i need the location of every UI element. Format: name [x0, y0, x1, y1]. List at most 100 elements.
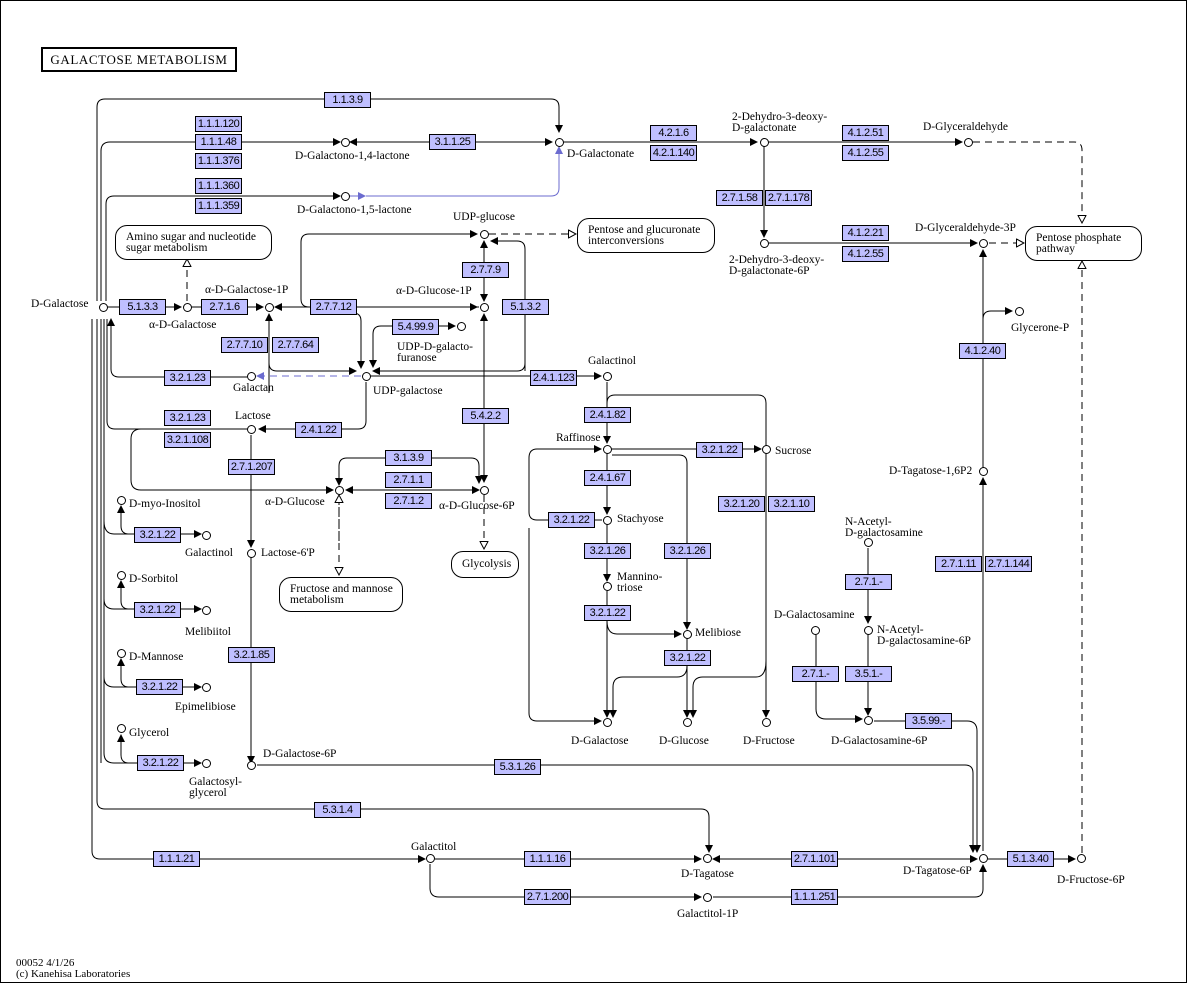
compound-node[interactable] — [760, 138, 769, 147]
enzyme-box[interactable]: 2.7.1.11 — [935, 556, 982, 572]
enzyme-box[interactable]: 2.7.1.- — [792, 666, 839, 682]
enzyme-box[interactable]: 3.2.1.22 — [664, 650, 711, 666]
compound-node[interactable] — [760, 239, 769, 248]
enzyme-box[interactable]: 2.7.1.58 — [716, 190, 763, 206]
enzyme-box[interactable]: 3.2.1.20 — [718, 496, 765, 512]
enzyme-box[interactable]: 2.7.7.64 — [272, 337, 319, 353]
compound-node[interactable] — [202, 683, 211, 692]
compound-node[interactable] — [117, 649, 126, 658]
enzyme-box[interactable]: 5.3.1.26 — [494, 759, 541, 775]
compound-node[interactable] — [183, 303, 192, 312]
enzyme-box[interactable]: 5.4.2.2 — [462, 408, 509, 424]
compound-node[interactable] — [202, 606, 211, 615]
enzyme-box[interactable]: 3.1.1.25 — [429, 134, 476, 150]
compound-node[interactable] — [457, 322, 466, 331]
compound-node[interactable] — [117, 496, 126, 505]
enzyme-box[interactable]: 2.7.1.101 — [791, 851, 838, 867]
enzyme-box[interactable]: 5.1.3.3 — [119, 299, 166, 315]
compound-node[interactable] — [247, 372, 256, 381]
compound-node[interactable] — [979, 854, 988, 863]
enzyme-box[interactable]: 3.2.1.26 — [664, 543, 711, 559]
enzyme-box[interactable]: 1.1.1.16 — [524, 851, 571, 867]
compound-node[interactable] — [603, 445, 612, 454]
enzyme-box[interactable]: 2.7.7.9 — [462, 262, 509, 278]
map-pentose-phosphate[interactable]: Pentose phosphate pathway — [1025, 226, 1142, 261]
compound-node[interactable] — [864, 626, 873, 635]
compound-node[interactable] — [555, 138, 564, 147]
compound-node[interactable] — [341, 192, 350, 201]
compound-node[interactable] — [480, 230, 489, 239]
enzyme-box[interactable]: 3.2.1.22 — [584, 605, 631, 621]
enzyme-box[interactable]: 5.3.1.4 — [314, 802, 361, 818]
enzyme-box[interactable]: 2.7.1.207 — [228, 459, 275, 475]
enzyme-box[interactable]: 2.7.1.200 — [524, 889, 571, 905]
enzyme-box[interactable]: 5.1.3.2 — [502, 299, 549, 315]
compound-node[interactable] — [762, 718, 771, 727]
compound-node[interactable] — [864, 538, 873, 547]
compound-node[interactable] — [362, 372, 371, 381]
compound-node[interactable] — [603, 718, 612, 727]
enzyme-box[interactable]: 5.1.3.40 — [1007, 851, 1054, 867]
enzyme-box[interactable]: 2.7.7.12 — [310, 299, 357, 315]
compound-node[interactable] — [202, 531, 211, 540]
enzyme-box[interactable]: 3.1.3.9 — [385, 450, 432, 466]
compound-node[interactable] — [811, 626, 820, 635]
enzyme-box[interactable]: 3.2.1.26 — [584, 543, 631, 559]
enzyme-box[interactable]: 3.5.1.- — [845, 666, 892, 682]
map-glycolysis[interactable]: Glycolysis — [451, 551, 519, 578]
compound-node[interactable] — [480, 303, 489, 312]
enzyme-box[interactable]: 3.2.1.108 — [164, 432, 211, 448]
enzyme-box[interactable]: 3.2.1.22 — [136, 679, 183, 695]
enzyme-box[interactable]: 1.1.1.21 — [153, 851, 200, 867]
compound-node[interactable] — [979, 467, 988, 476]
compound-node[interactable] — [247, 549, 256, 558]
enzyme-box[interactable]: 3.2.1.22 — [696, 442, 743, 458]
enzyme-box[interactable]: 1.1.1.360 — [195, 178, 242, 194]
compound-node[interactable] — [335, 486, 344, 495]
enzyme-box[interactable]: 3.2.1.23 — [164, 370, 211, 386]
enzyme-box[interactable]: 3.2.1.22 — [134, 527, 181, 543]
enzyme-box[interactable]: 2.7.7.10 — [221, 337, 268, 353]
compound-node[interactable] — [762, 445, 771, 454]
compound-node[interactable] — [1077, 854, 1086, 863]
map-amino-sugar[interactable]: Amino sugar and nucleotide sugar metabol… — [115, 225, 272, 260]
enzyme-box[interactable]: 3.2.1.23 — [164, 410, 211, 426]
enzyme-box[interactable]: 2.4.1.82 — [584, 407, 631, 423]
enzyme-box[interactable]: 3.2.1.22 — [548, 512, 595, 528]
compound-node[interactable] — [683, 718, 692, 727]
map-pentose-glucuronate[interactable]: Pentose and glucuronate interconversions — [577, 218, 715, 253]
enzyme-box[interactable]: 1.1.3.9 — [324, 92, 371, 108]
enzyme-box[interactable]: 2.7.1.- — [845, 574, 892, 590]
compound-node[interactable] — [1015, 307, 1024, 316]
enzyme-box[interactable]: 4.2.1.140 — [650, 145, 697, 161]
compound-node[interactable] — [603, 516, 612, 525]
enzyme-box[interactable]: 4.1.2.21 — [842, 225, 889, 241]
map-fructose-mannose[interactable]: Fructose and mannose metabolism — [279, 577, 403, 612]
enzyme-box[interactable]: 4.2.1.6 — [650, 125, 697, 141]
enzyme-box[interactable]: 2.4.1.67 — [584, 470, 631, 486]
enzyme-box[interactable]: 4.1.2.40 — [959, 343, 1006, 359]
compound-node[interactable] — [247, 425, 256, 434]
enzyme-box[interactable]: 2.7.1.178 — [765, 190, 812, 206]
compound-node[interactable] — [603, 372, 612, 381]
enzyme-box[interactable]: 2.4.1.22 — [295, 422, 342, 438]
enzyme-box[interactable]: 3.5.99.- — [905, 713, 952, 729]
compound-node[interactable] — [117, 571, 126, 580]
enzyme-box[interactable]: 1.1.1.48 — [195, 134, 242, 150]
enzyme-box[interactable]: 3.2.1.22 — [134, 602, 181, 618]
enzyme-box[interactable]: 1.1.1.376 — [195, 153, 242, 169]
enzyme-box[interactable]: 2.4.1.123 — [530, 370, 577, 386]
enzyme-box[interactable]: 1.1.1.251 — [791, 889, 838, 905]
compound-node[interactable] — [265, 303, 274, 312]
compound-node[interactable] — [480, 486, 489, 495]
compound-node[interactable] — [703, 854, 712, 863]
enzyme-box[interactable]: 4.1.2.55 — [842, 145, 889, 161]
enzyme-box[interactable]: 4.1.2.55 — [842, 246, 889, 262]
enzyme-box[interactable]: 4.1.2.51 — [842, 125, 889, 141]
compound-node[interactable] — [964, 138, 973, 147]
enzyme-box[interactable]: 2.7.1.144 — [985, 556, 1032, 572]
enzyme-box[interactable]: 1.1.1.120 — [195, 116, 242, 132]
compound-node[interactable] — [603, 582, 612, 591]
compound-node[interactable] — [247, 761, 256, 770]
compound-node[interactable] — [117, 724, 126, 733]
